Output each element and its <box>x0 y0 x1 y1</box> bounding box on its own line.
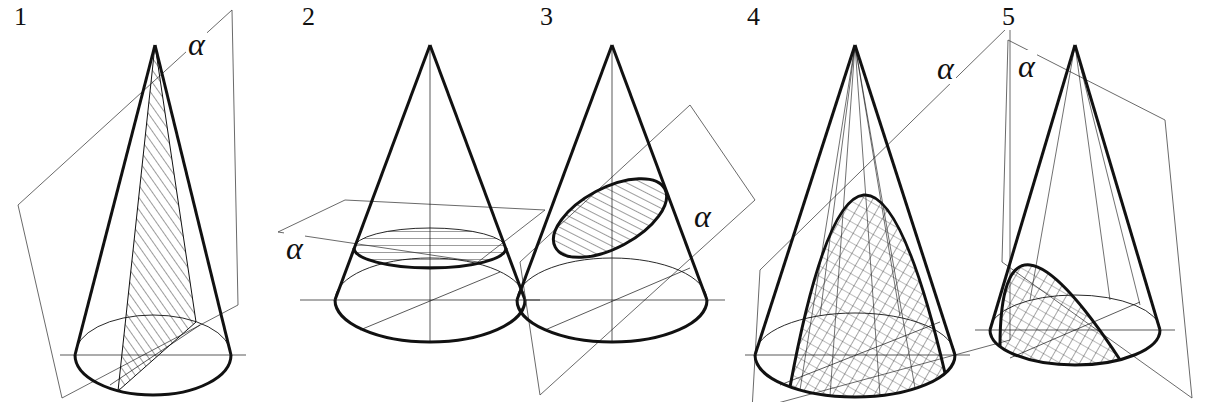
axis-line <box>1010 302 1140 358</box>
section-hyperbola <box>790 195 945 397</box>
base-front <box>75 355 231 395</box>
axis-line <box>430 45 431 342</box>
figure-number: 2 <box>300 4 317 30</box>
plane-label: α <box>186 28 207 60</box>
plane-label: α <box>692 200 713 232</box>
cone-1 <box>18 10 246 398</box>
generator-line <box>820 45 855 316</box>
figure-number: 3 <box>538 4 555 30</box>
cone-3 <box>517 45 755 395</box>
figure-number: 1 <box>12 4 29 30</box>
generator-line <box>855 45 880 396</box>
base-back <box>755 313 955 355</box>
generator-line <box>1075 45 1140 305</box>
plane-label: α <box>284 232 305 264</box>
cutting-plane <box>18 10 238 398</box>
cone-side <box>1075 45 1160 330</box>
section-parabola <box>1000 265 1120 365</box>
axis-line <box>612 45 613 342</box>
cone-4 <box>745 25 1010 402</box>
cutting-plane <box>752 25 1010 402</box>
cone-side <box>335 45 430 300</box>
cone-5 <box>975 40 1192 398</box>
generator-line <box>830 45 855 396</box>
generator-line <box>855 45 915 388</box>
plane-label: α <box>1016 50 1037 82</box>
axis-line <box>525 300 725 301</box>
plane-label: α <box>935 52 956 84</box>
cone-2 <box>278 45 545 342</box>
cone-side <box>75 45 155 355</box>
axis-line <box>60 355 246 356</box>
axis-line <box>545 268 690 330</box>
cone-side <box>430 45 525 300</box>
base-front <box>990 330 1160 365</box>
cone-side <box>755 45 855 355</box>
base-back <box>990 295 1160 330</box>
axis-line <box>300 300 540 301</box>
figure-number: 4 <box>745 4 762 30</box>
cone-side <box>990 45 1075 330</box>
axis-line <box>780 322 940 385</box>
cone-side <box>612 45 707 300</box>
section-curve <box>1000 265 1120 360</box>
figure-number: 5 <box>1000 4 1017 30</box>
cone-side <box>517 45 612 300</box>
generator-line <box>1075 45 1110 300</box>
base-back <box>75 315 231 355</box>
generator-line <box>855 45 900 316</box>
axis-line <box>110 325 200 385</box>
cone-side <box>155 45 231 355</box>
generator-line <box>800 45 855 390</box>
cutting-plane <box>520 105 755 395</box>
base-front <box>755 355 955 397</box>
axis-line <box>360 272 500 330</box>
cone-side <box>855 45 955 355</box>
section-triangle <box>118 45 196 391</box>
